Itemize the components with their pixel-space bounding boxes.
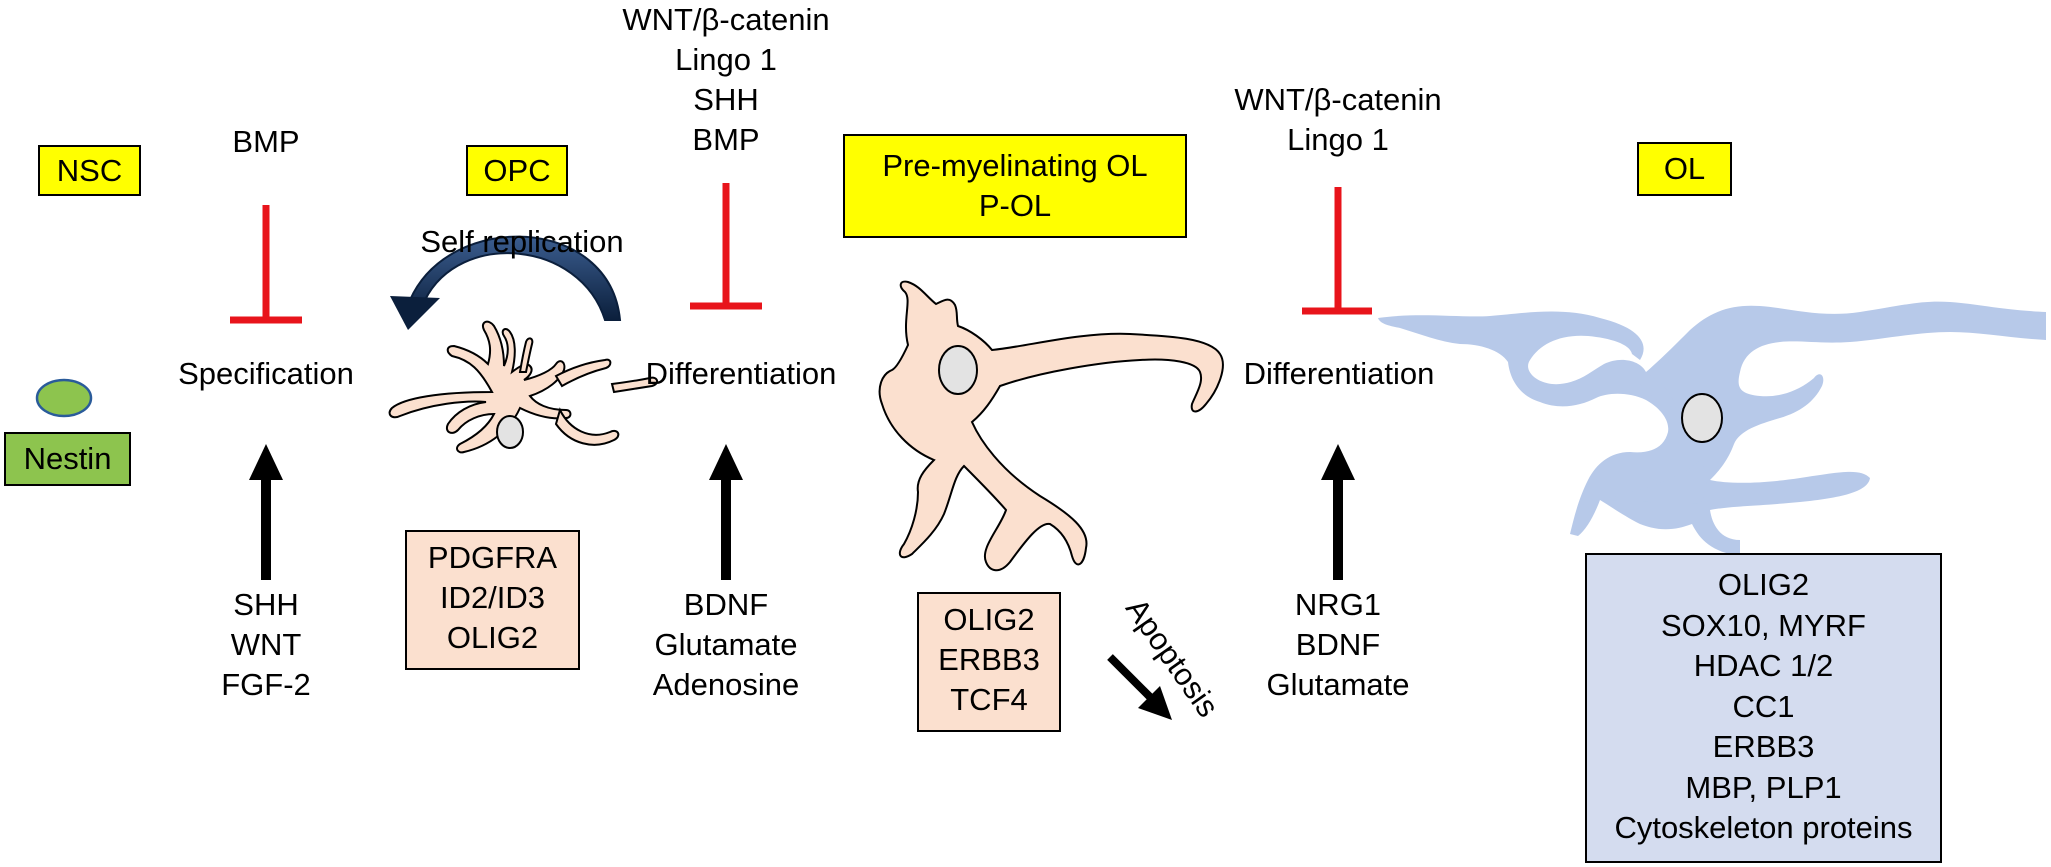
opc-cell <box>388 320 658 454</box>
stage-pol-label: Pre-myelinating OL P-OL <box>843 134 1187 238</box>
promoters-differentiation1: BDNF Glutamate Adenosine <box>626 585 826 705</box>
inhibit-differentiation2-symbol <box>1302 187 1372 315</box>
promoter-item: BDNF <box>1295 627 1381 662</box>
marker-item: HDAC 1/2 <box>1693 648 1834 683</box>
marker-item: ID2/ID3 <box>439 580 546 615</box>
promote-differentiation1-arrow <box>709 444 743 580</box>
marker-item: TCF4 <box>950 682 1028 717</box>
promote-specification-arrow <box>249 444 283 580</box>
marker-item: ERBB3 <box>1712 729 1815 764</box>
stage-nsc-text: NSC <box>56 152 123 188</box>
promoter-item: Adenosine <box>652 667 800 702</box>
marker-item: MBP, PLP1 <box>1685 769 1842 805</box>
stage-pol-line1: Pre-myelinating OL <box>882 148 1148 183</box>
marker-item: SOX10, MYRF <box>1661 607 1866 643</box>
marker-item: ERBB3 <box>938 642 1040 677</box>
promoter-item: Glutamate <box>1266 667 1410 702</box>
stage-opc-text: OPC <box>483 152 551 188</box>
inhibit-specification-symbol <box>230 205 302 324</box>
marker-item: Cytoskeleton proteins <box>1614 810 1913 845</box>
inhibitor-item: SHH <box>693 82 759 117</box>
marker-item: CC1 <box>1732 688 1795 724</box>
promoter-item: WNT <box>230 627 302 662</box>
inhibitor-item: Lingo 1 <box>675 42 777 77</box>
inhibitors-differentiation2: WNT/β-catenin Lingo 1 <box>1208 80 1468 160</box>
process-specification: Specification <box>178 356 354 391</box>
nsc-cell <box>35 378 93 418</box>
opc-markers: PDGFRA ID2/ID3 OLIG2 <box>405 530 580 670</box>
opc-nucleus <box>496 415 524 449</box>
promoters-differentiation2: NRG1 BDNF Glutamate <box>1238 585 1438 705</box>
promoters-specification: SHH WNT FGF-2 <box>166 585 366 705</box>
nestin-text: Nestin <box>23 441 112 476</box>
pol-markers: OLIG2 ERBB3 TCF4 <box>917 592 1061 732</box>
inhibitor-item: WNT/β-catenin <box>622 2 830 37</box>
marker-item: OLIG2 <box>1717 567 1810 602</box>
ol-cell <box>1378 301 2046 556</box>
promoter-item: BDNF <box>683 587 769 622</box>
stage-ol-label: OL <box>1637 142 1732 196</box>
stage-nsc-label: NSC <box>38 145 141 196</box>
promoter-item: Glutamate <box>654 627 798 662</box>
stage-opc-label: OPC <box>466 145 568 196</box>
self-replication-label: Self replication <box>420 224 624 259</box>
promoter-item: NRG1 <box>1294 587 1382 622</box>
self-replication-arrow <box>390 235 622 330</box>
stage-ol-text: OL <box>1663 151 1706 186</box>
apoptosis-arrow <box>1107 654 1172 720</box>
pol-cell <box>878 280 1224 572</box>
marker-item: OLIG2 <box>943 602 1035 637</box>
inhibitor-item: BMP <box>692 122 760 157</box>
inhibitors-differentiation1: WNT/β-catenin Lingo 1 SHH BMP <box>596 0 856 160</box>
ol-markers: OLIG2 SOX10, MYRF HDAC 1/2 CC1 ERBB3 MBP… <box>1585 553 1942 863</box>
ol-nucleus <box>1681 393 1723 443</box>
inhibitors-specification: BMP <box>166 122 366 162</box>
pol-nucleus <box>938 345 978 395</box>
process-differentiation2: Differentiation <box>1243 356 1435 391</box>
inhibit-differentiation1-symbol <box>690 183 762 310</box>
inhibitor-item: Lingo 1 <box>1287 122 1389 157</box>
process-differentiation1: Differentiation <box>645 356 837 391</box>
inhibitor-item: BMP <box>232 124 300 159</box>
stage-pol-line2: P-OL <box>978 188 1052 223</box>
promoter-item: SHH <box>233 587 299 622</box>
marker-item: PDGFRA <box>427 540 558 575</box>
promote-differentiation2-arrow <box>1321 444 1355 580</box>
marker-item: OLIG2 <box>446 620 539 655</box>
nestin-label: Nestin <box>4 432 131 486</box>
promoter-item: FGF-2 <box>221 667 311 702</box>
inhibitor-item: WNT/β-catenin <box>1234 82 1442 117</box>
